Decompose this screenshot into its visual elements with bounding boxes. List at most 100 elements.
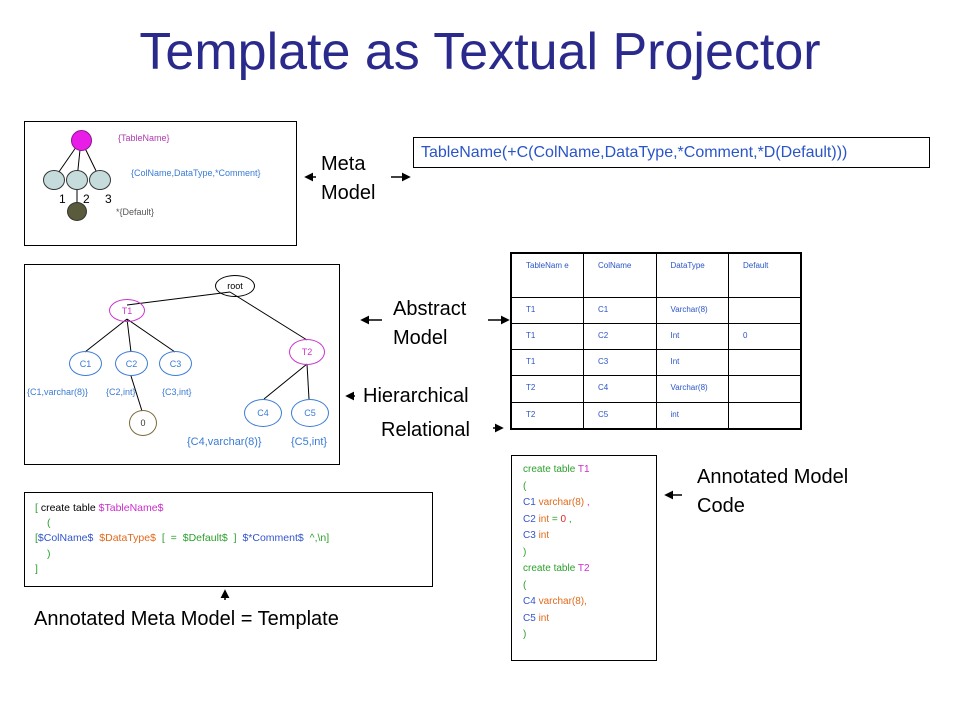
header-cell: ColName xyxy=(583,252,657,298)
table-cell: C4 xyxy=(583,375,657,403)
code-segment: ( xyxy=(523,579,527,591)
c2-node: C2 xyxy=(115,351,148,376)
meta-label-line1: Meta xyxy=(321,153,366,175)
default-node xyxy=(67,202,87,221)
template-line-4: ) xyxy=(47,548,51,561)
table-cell xyxy=(728,375,802,403)
code-segment: $ColName$ xyxy=(37,532,94,544)
table-cell: Int xyxy=(655,349,729,377)
annotated-code-box: create table T1(C1 varchar(8) ,C2 int = … xyxy=(511,455,657,661)
code-line: create table T1 xyxy=(523,462,656,479)
table-cell: T2 xyxy=(510,375,584,403)
code-line: ( xyxy=(523,578,656,595)
c5-node: C5 xyxy=(291,399,329,427)
code-line: ) xyxy=(523,545,656,562)
code-line: C5 int xyxy=(523,611,656,628)
abstract-label-line2: Model xyxy=(393,327,448,349)
code-segment: C5 xyxy=(523,612,536,624)
annotated-model-label-line2: Code xyxy=(697,495,745,517)
code-segment: ] xyxy=(35,563,38,575)
template-label: Annotated Meta Model = Template xyxy=(34,608,339,630)
code-segment: create table xyxy=(523,563,578,574)
code-lines: create table T1(C1 varchar(8) ,C2 int = … xyxy=(523,462,656,644)
template-line-1: [ create table $TableName$ xyxy=(35,502,163,515)
table-cell: C1 xyxy=(583,296,657,325)
code-segment: $*Comment$ xyxy=(242,532,304,544)
table-row: T2 C5 int xyxy=(510,401,802,430)
code-line: C4 varchar(8), xyxy=(523,594,656,611)
meta-model-box: 1 2 3 {TableName} {ColName,DataType,*Com… xyxy=(24,121,297,246)
table-row: T2 C4 Varchar(8) xyxy=(510,375,802,403)
code-segment: , xyxy=(566,513,572,525)
c4-annotation: {C4,varchar(8)} xyxy=(187,436,262,448)
relational-table: TableNam e ColName DataType Default T1 C… xyxy=(510,252,802,430)
table-cell: 0 xyxy=(728,323,802,351)
template-box: [ create table $TableName$ ( [$ColName$ … xyxy=(24,492,433,587)
code-line: C1 varchar(8) , xyxy=(523,495,656,512)
code-segment: ( xyxy=(523,480,527,492)
abstract-tree-lines xyxy=(84,291,310,412)
number-2: 2 xyxy=(83,192,90,206)
table-cell xyxy=(728,296,802,325)
table-header-row: TableNam e ColName DataType Default xyxy=(510,252,802,298)
code-segment: [ xyxy=(35,502,41,514)
table-cell: Varchar(8) xyxy=(655,375,729,403)
code-segment: ) xyxy=(523,546,527,558)
root-node: root xyxy=(215,275,255,297)
column-node-1 xyxy=(43,170,65,190)
code-segment: int xyxy=(535,530,550,541)
annotated-model-label-line1: Annotated Model xyxy=(697,466,849,488)
hierarchical-label: Hierarchical xyxy=(363,385,469,407)
table-cell: C5 xyxy=(583,401,657,430)
abstract-label-line1: Abstract xyxy=(393,298,467,320)
code-line: create table T2 xyxy=(523,561,656,578)
code-segment: ) xyxy=(523,629,527,640)
c3-node: C3 xyxy=(159,351,192,376)
c5-annotation: {C5,int} xyxy=(291,436,328,448)
template-line-2: ( xyxy=(47,517,51,530)
code-segment: varchar(8) xyxy=(535,497,585,508)
code-segment: 0 xyxy=(560,513,567,525)
table-row: T1 C3 Int xyxy=(510,349,802,377)
number-3: 3 xyxy=(105,192,112,206)
code-segment: , xyxy=(584,497,590,508)
template-line-3: [$ColName$ $DataType$ [ = $Default$ ] $*… xyxy=(35,532,329,545)
table-cell: T1 xyxy=(510,349,584,377)
table-cell: T2 xyxy=(510,401,584,430)
table-cell xyxy=(728,349,802,377)
code-segment: = xyxy=(549,513,561,525)
default-placeholder: *{Default} xyxy=(116,207,155,217)
schema-text: TableName(+C(ColName,DataType,*Comment,*… xyxy=(421,144,848,161)
c2-annotation: {C2,int} xyxy=(106,387,136,397)
schema-box: TableName(+C(ColName,DataType,*Comment,*… xyxy=(413,137,930,168)
table-name-placeholder: {TableName} xyxy=(118,133,170,143)
table-name-node xyxy=(71,130,92,151)
code-segment: ) xyxy=(47,548,51,560)
page-title: Template as Textual Projector xyxy=(139,23,821,81)
table-cell: C2 xyxy=(583,323,657,351)
table-cell: C3 xyxy=(583,349,657,377)
meta-label-line2: Model xyxy=(321,182,376,204)
code-segment: ^,\n] xyxy=(303,532,330,544)
column-node-3 xyxy=(89,170,111,190)
table-row: T1 C1 Varchar(8) xyxy=(510,296,802,325)
code-segment: $TableName$ xyxy=(98,502,164,514)
code-line: ) xyxy=(523,627,656,644)
code-segment: C1 xyxy=(523,497,536,508)
default-value-node: 0 xyxy=(129,410,157,436)
table-cell: Varchar(8) xyxy=(655,296,729,325)
table-cell xyxy=(728,401,802,430)
code-segment: C4 xyxy=(523,596,536,607)
code-segment: int xyxy=(535,612,550,624)
header-cell: Default xyxy=(728,252,802,298)
code-segment: varchar(8), xyxy=(535,596,587,607)
table-row: T1 C2 Int 0 xyxy=(510,323,802,351)
table-cell: Int xyxy=(655,323,729,351)
code-line: C2 int = 0 , xyxy=(523,512,656,529)
code-segment: T2 xyxy=(577,563,590,574)
table-cell: T1 xyxy=(510,296,584,325)
t1-node: T1 xyxy=(109,299,145,322)
code-segment: T1 xyxy=(577,464,590,475)
code-segment: C3 xyxy=(523,530,536,541)
code-segment: create table xyxy=(523,464,578,475)
